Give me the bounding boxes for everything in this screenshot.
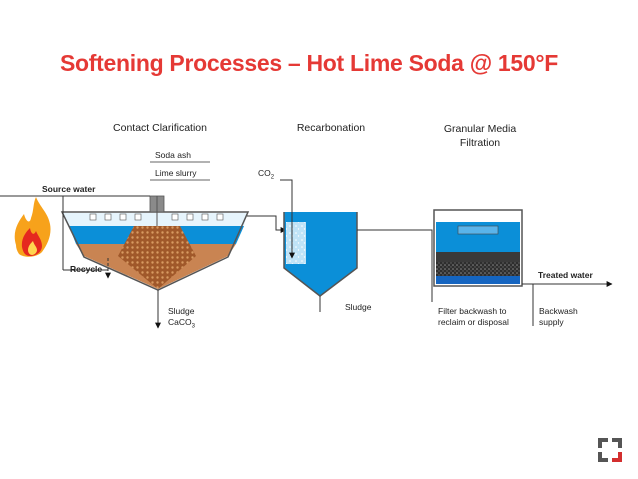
stage-label-contact-clarification: Contact Clarification (113, 122, 207, 134)
co2-feed-line (280, 179, 295, 259)
label-treated-water: Treated water (538, 270, 593, 280)
label-sludge-recarb: Sludge (345, 302, 372, 312)
page-title: Softening Processes – Hot Lime Soda @ 15… (60, 50, 559, 76)
clarifier-outlet-line (247, 215, 287, 233)
label-sludge-1: Sludge (168, 306, 195, 316)
label-filter-backwash: Filter backwash to reclaim or disposal (438, 306, 509, 328)
label-recycle: Recycle (70, 264, 103, 274)
bracket-logo-icon (598, 438, 622, 462)
flame-icon (14, 197, 51, 257)
stage-label-filter-line1: Granular Media (443, 123, 517, 135)
stage-label-recarbonation: Recarbonation (296, 122, 366, 134)
label-co2-sub: 2 (270, 174, 275, 181)
recarb-outlet-line (357, 229, 433, 278)
label-caco3: CaCO3 (168, 317, 195, 333)
label-lime-slurry: Lime slurry (155, 168, 197, 178)
label-caco3-main: CaCO (168, 317, 192, 327)
label-sludge-caco3: Sludge CaCO3 (168, 306, 195, 333)
stage-label-granular-media-filtration: Granular Media Filtration (420, 122, 540, 150)
label-backwash-supply: Backwash supply (539, 306, 578, 328)
contact-clarifier-tank (60, 195, 250, 291)
label-backwash-line2: reclaim or disposal (438, 317, 509, 327)
recarbonation-tank (283, 212, 358, 297)
label-backwash-line1: Filter backwash to (438, 306, 507, 316)
label-co2: CO2 (258, 168, 274, 184)
label-supply-line2: supply (539, 317, 564, 327)
label-soda-ash: Soda ash (155, 150, 191, 160)
label-source-water: Source water (42, 184, 96, 194)
label-caco3-sub: 3 (191, 323, 195, 330)
granular-media-filter (433, 209, 523, 287)
stage-label-filter-line2: Filtration (459, 137, 501, 149)
label-co2-main: CO (258, 168, 271, 178)
label-supply-line1: Backwash (539, 306, 578, 316)
